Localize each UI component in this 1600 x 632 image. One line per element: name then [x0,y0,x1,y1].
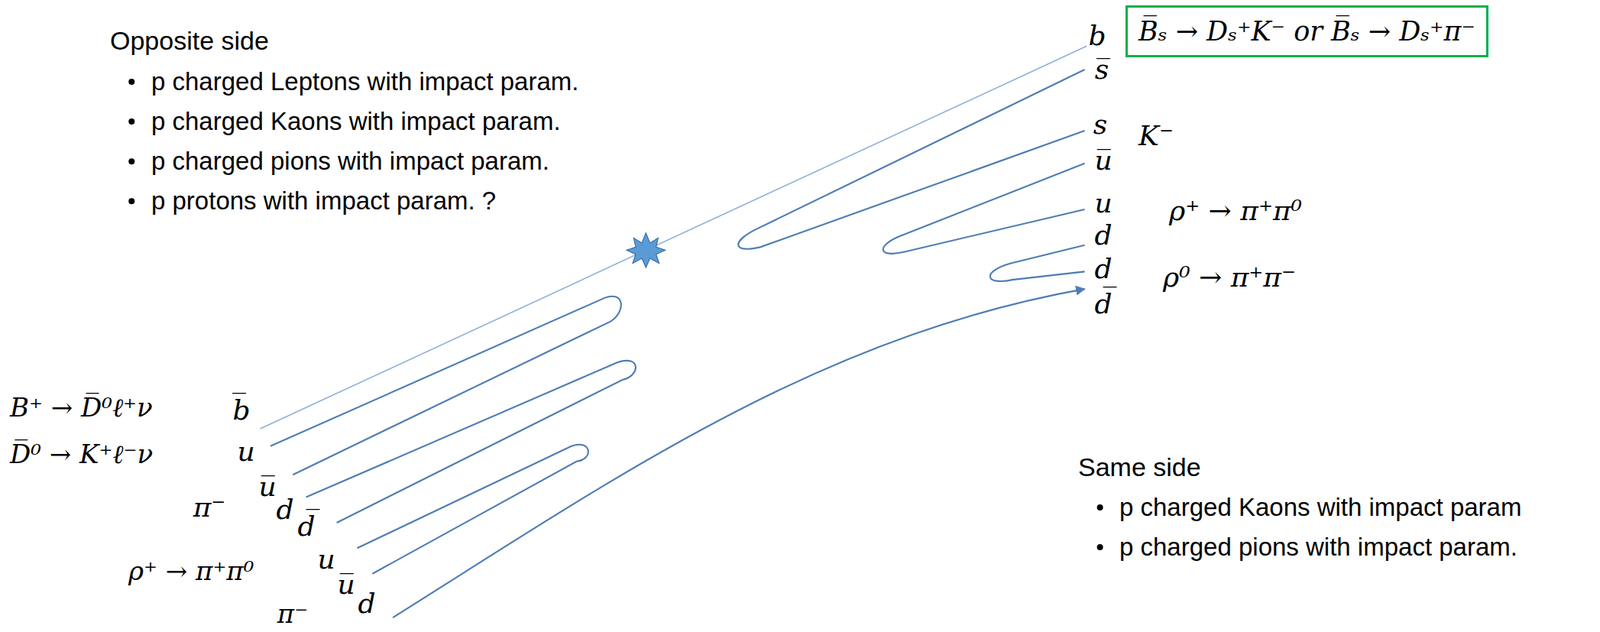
highlight-box: B̅ₛ → Dₛ⁺K⁻ or B̅ₛ → Dₛ⁺π⁻ [1125,5,1489,58]
quark-label: u [317,543,335,575]
quark-label: b̅ [232,394,250,426]
decay-label: D̅⁰ → K⁺ℓ⁻ν [9,439,153,470]
quark-label: s [1093,108,1108,140]
bullet [128,158,135,165]
string-loop [306,360,636,523]
quark-label: d [357,587,376,619]
quark-label: u [236,435,255,467]
bullet-text: p charged pions with impact param. [151,146,550,176]
quark-label: b [1088,19,1106,52]
quark-label: d̅ [1094,288,1112,320]
quark-label: d [1094,219,1112,251]
collision-star [626,233,666,268]
bullet [128,197,135,205]
bullet-text: p charged Leptons with impact param. [151,67,579,97]
bullet [1097,504,1104,511]
bullet [128,78,135,85]
quark-label: u [1094,187,1112,219]
string-loop [883,163,1086,254]
quark-label: d [275,493,294,525]
hadron-label: π⁻ [193,491,227,523]
string-loop [356,444,588,574]
hadron-label: π⁻ [277,599,308,629]
bullet [128,118,135,125]
string-long [392,288,1085,618]
bullet-text: p charged pions with impact param. [1119,532,1518,562]
quark-label: s̅ [1094,53,1109,85]
quark-label: u̅ [336,568,355,600]
bullet-text: p charged Kaons with impact param. [151,106,561,137]
decay-label: B⁺ → D̅⁰ℓ⁺ν [9,392,153,423]
heading: Opposite side [110,25,269,56]
quark-label: d [1094,252,1112,285]
hadron-label: K⁻ [1138,119,1174,152]
bullet-text: p protons with impact param. ? [151,186,496,216]
hadron-label: ρ⁺ → π⁺π⁰ [1169,194,1303,227]
bullet [1097,544,1104,551]
box-text: B̅ₛ → Dₛ⁺K⁻ or B̅ₛ → Dₛ⁺π⁻ [1138,15,1476,48]
heading: Same side [1078,452,1202,483]
string-loop [990,245,1086,282]
b-quark-line [260,45,1088,429]
quark-label: d̅ [297,510,315,542]
quark-label: u̅ [1094,144,1112,176]
hadron-label: ρ⁺ → π⁺π⁰ [128,556,254,587]
hadron-label: ρ⁰ → π⁺π⁻ [1162,261,1296,293]
quark-label: u̅ [258,470,276,503]
bullet-text: p charged Kaons with impact param [1119,492,1522,522]
